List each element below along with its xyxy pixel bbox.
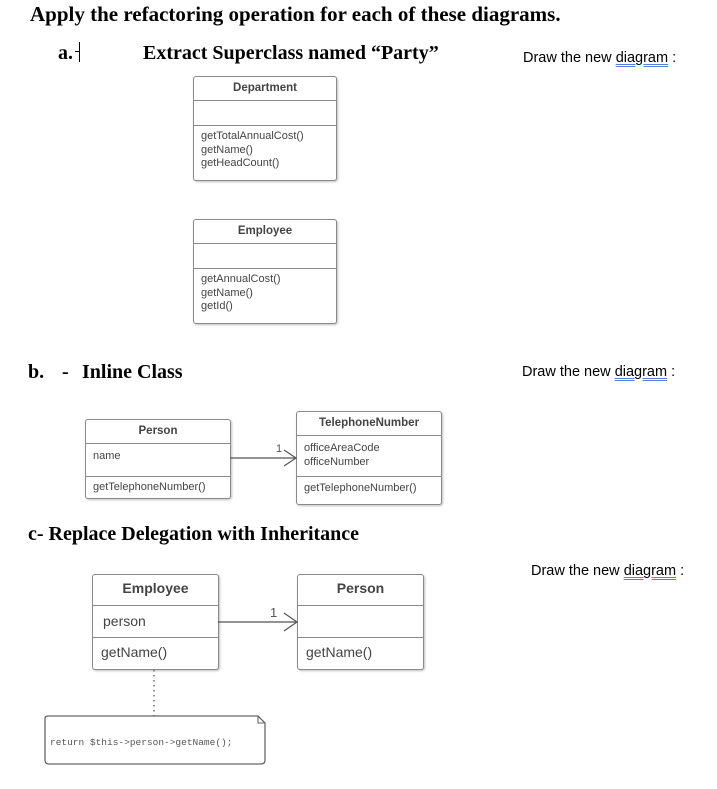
person-methods: getTelephoneNumber(): [86, 476, 230, 498]
employee-method: getId(): [201, 300, 233, 312]
department-method: getHeadCount(): [201, 157, 280, 169]
draw-note-link[interactable]: diagram: [615, 50, 669, 66]
person-class-name: Person: [138, 425, 178, 437]
person-methods: getName(): [298, 637, 423, 666]
section-a-letter: a.: [58, 42, 73, 64]
employee-class-c: Employee person getName(): [92, 574, 219, 670]
draw-note-suffix: :: [676, 563, 685, 579]
person-class-b: Person name getTelephoneNumber(): [85, 419, 231, 499]
employee-methods: getAnnualCost() getName() getId(): [194, 268, 336, 317]
employee-attribute: person: [103, 613, 146, 629]
section-b-marker: b.: [28, 361, 45, 383]
employee-method: getName(): [101, 644, 168, 660]
person-method: getTelephoneNumber(): [93, 481, 206, 493]
section-a-marker: a.: [58, 42, 80, 65]
department-attributes: [194, 100, 336, 125]
draw-note-prefix: Draw the new: [523, 50, 616, 66]
telephone-number-method: getTelephoneNumber(): [304, 482, 417, 494]
section-b-dash: -: [62, 361, 69, 383]
employee-methods: getName(): [93, 637, 218, 666]
employee-attributes: person: [93, 605, 218, 637]
multiplicity-label-c: 1: [270, 605, 278, 620]
draw-note-suffix: :: [668, 50, 677, 66]
telephone-number-methods: getTelephoneNumber(): [297, 476, 441, 499]
text-cursor: [75, 42, 80, 62]
person-attributes: [298, 605, 423, 637]
department-class-name: Department: [233, 82, 297, 94]
note-fold: [257, 716, 265, 724]
department-method: getTotalAnnualCost(): [201, 130, 304, 142]
draw-note-link[interactable]: diagram: [623, 563, 677, 579]
section-b-title: Inline Class: [82, 361, 183, 383]
draw-note-c: Draw the new diagram :: [531, 563, 684, 579]
telephone-number-attribute: officeAreaCode: [304, 442, 380, 454]
draw-note-prefix: Draw the new: [522, 364, 615, 380]
department-class: Department getTotalAnnualCost() getName(…: [193, 76, 337, 181]
telephone-number-class: TelephoneNumber officeAreaCode officeNum…: [296, 411, 442, 505]
draw-note-a: Draw the new diagram :: [523, 50, 676, 66]
person-class-c: Person getName(): [297, 574, 424, 670]
code-note: [44, 715, 266, 765]
section-c-title: c- Replace Delegation with Inheritance: [28, 523, 360, 545]
person-method: getName(): [306, 644, 373, 660]
telephone-number-attribute: officeNumber: [304, 455, 370, 468]
section-a-title: Extract Superclass named “Party”: [143, 42, 439, 64]
employee-class-a: Employee getAnnualCost() getName() getId…: [193, 219, 337, 324]
person-attributes: name: [86, 443, 230, 476]
draw-note-suffix: :: [667, 364, 676, 380]
draw-note-b: Draw the new diagram :: [522, 364, 675, 380]
employee-class-name: Employee: [122, 580, 189, 596]
telephone-number-attributes: officeAreaCode officeNumber: [297, 435, 441, 476]
telephone-number-class-name: TelephoneNumber: [318, 417, 420, 429]
employee-method: getAnnualCost(): [201, 273, 281, 285]
department-method: getName(): [201, 143, 253, 156]
employee-method: getName(): [201, 286, 253, 299]
multiplicity-label-b: 1: [276, 443, 283, 455]
draw-note-link[interactable]: diagram: [614, 364, 668, 380]
draw-note-prefix: Draw the new: [531, 563, 624, 579]
note-code-text: return $this->person->getName();: [50, 737, 233, 748]
employee-attributes: [194, 243, 336, 268]
employee-class-name: Employee: [237, 225, 293, 237]
page-heading: Apply the refactoring operation for each…: [30, 2, 561, 26]
person-attribute: name: [93, 450, 121, 462]
person-class-name: Person: [336, 580, 385, 596]
department-methods: getTotalAnnualCost() getName() getHeadCo…: [194, 125, 336, 174]
